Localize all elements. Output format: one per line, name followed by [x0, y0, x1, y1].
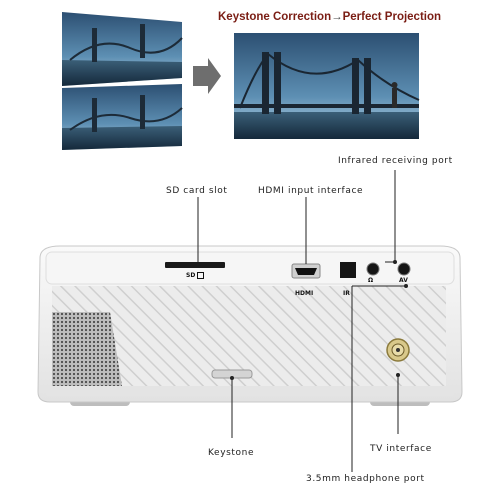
- keystone-heading: Keystone Correction→Perfect Projection: [218, 11, 442, 23]
- distorted-image-bottom: [62, 84, 183, 150]
- av-jack: [397, 262, 411, 276]
- headphone-symbol-icon: Ω: [368, 277, 374, 284]
- hdmi-port-label: HDMI: [295, 290, 314, 297]
- vent-grille: [52, 312, 122, 386]
- keystone-callout: Keystone: [208, 448, 255, 458]
- corrected-image: [234, 33, 420, 139]
- sd-card-slot: [165, 262, 225, 268]
- headphone-jack: [366, 262, 380, 276]
- hdmi-port: [291, 263, 321, 279]
- sd-slot-callout: SD card slot: [166, 186, 228, 196]
- ir-window: [340, 262, 356, 278]
- sd-port-label: SD: [186, 272, 205, 279]
- arrow-right-icon: [193, 58, 221, 94]
- sd-card-icon: [197, 272, 205, 279]
- tv-coax-port: [386, 338, 410, 362]
- headphone-callout: 3.5mm headphone port: [306, 474, 425, 484]
- infrared-port-callout: Infrared receiving port: [338, 156, 453, 166]
- ir-port-label: IR: [343, 290, 350, 297]
- hdmi-callout: HDMI input interface: [258, 186, 364, 196]
- av-port-label: AV: [399, 277, 408, 284]
- tv-interface-callout: TV interface: [370, 444, 432, 454]
- keystone-illustration: [62, 12, 420, 150]
- distorted-image-top: [62, 12, 183, 86]
